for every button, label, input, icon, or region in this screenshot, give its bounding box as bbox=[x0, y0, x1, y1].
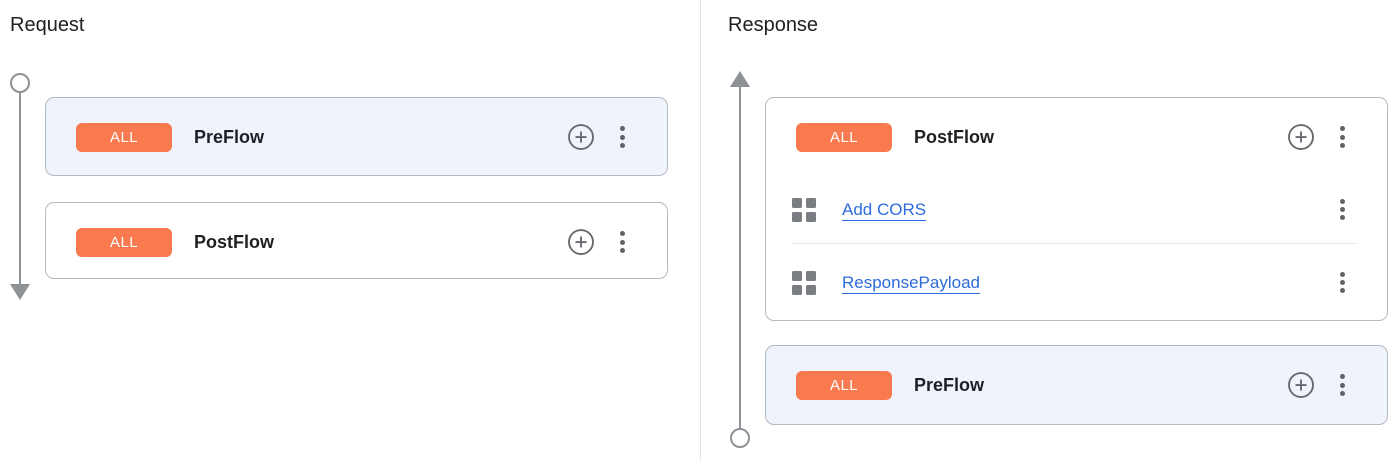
flow-name: PreFlow bbox=[914, 374, 985, 395]
flow-name: PostFlow bbox=[914, 126, 994, 147]
flow-name: PreFlow bbox=[194, 126, 265, 147]
response-panel-title: Response bbox=[728, 14, 819, 36]
flow-card-request-postflow[interactable]: ALL PostFlow bbox=[45, 202, 668, 279]
policy-link-add-cors[interactable]: Add CORS bbox=[842, 199, 927, 219]
flow-card-header: ALL PostFlow bbox=[766, 98, 1387, 176]
condition-badge: ALL bbox=[76, 122, 172, 152]
panel-divider bbox=[700, 0, 701, 461]
plus-circle-icon bbox=[1288, 372, 1314, 398]
flow-card-header: ALL PreFlow bbox=[46, 98, 667, 176]
plus-circle-icon bbox=[568, 124, 594, 150]
condition-badge: ALL bbox=[76, 227, 172, 257]
flow-card-request-preflow[interactable]: ALL PreFlow bbox=[45, 97, 668, 176]
policy-more-options-button[interactable] bbox=[1340, 197, 1345, 222]
flow-card-header: ALL PreFlow bbox=[766, 346, 1387, 424]
add-policy-button[interactable] bbox=[566, 227, 596, 257]
flow-card-header: ALL PostFlow bbox=[46, 203, 667, 281]
condition-badge: ALL bbox=[796, 122, 892, 152]
condition-badge: ALL bbox=[796, 370, 892, 400]
policy-row-add-cors: Add CORS bbox=[766, 176, 1387, 243]
request-timeline-start-circle bbox=[10, 73, 30, 93]
kebab-menu-icon bbox=[1340, 374, 1345, 380]
kebab-menu-icon bbox=[1340, 126, 1345, 132]
add-policy-button[interactable] bbox=[1286, 122, 1316, 152]
more-options-button[interactable] bbox=[620, 124, 625, 149]
policy-divider bbox=[792, 243, 1357, 244]
more-options-button[interactable] bbox=[1340, 372, 1345, 397]
policy-grid-icon bbox=[792, 197, 816, 222]
policy-link-response-payload[interactable]: ResponsePayload bbox=[842, 272, 980, 292]
request-timeline-line bbox=[19, 93, 21, 284]
plus-circle-icon bbox=[1288, 124, 1314, 150]
kebab-menu-icon bbox=[1340, 198, 1345, 204]
request-panel-title: Request bbox=[10, 14, 85, 36]
add-policy-button[interactable] bbox=[1286, 370, 1316, 400]
kebab-menu-icon bbox=[620, 231, 625, 237]
policy-row-response-payload: ResponsePayload bbox=[766, 244, 1387, 321]
response-timeline-end-circle bbox=[730, 428, 750, 448]
kebab-menu-icon bbox=[620, 126, 625, 132]
more-options-button[interactable] bbox=[1340, 124, 1345, 149]
flow-name: PostFlow bbox=[194, 231, 274, 252]
response-timeline-arrow-up-icon bbox=[730, 71, 750, 87]
response-timeline-line bbox=[739, 87, 741, 428]
flow-card-response-preflow[interactable]: ALL PreFlow bbox=[765, 345, 1388, 425]
kebab-menu-icon bbox=[1340, 271, 1345, 277]
plus-circle-icon bbox=[568, 229, 594, 255]
more-options-button[interactable] bbox=[620, 229, 625, 254]
flow-card-response-postflow[interactable]: ALL PostFlow Add CORS ResponsePayload bbox=[765, 97, 1388, 321]
policy-more-options-button[interactable] bbox=[1340, 270, 1345, 295]
request-timeline-arrow-down-icon bbox=[10, 284, 30, 300]
add-policy-button[interactable] bbox=[566, 122, 596, 152]
policy-grid-icon bbox=[792, 270, 816, 295]
